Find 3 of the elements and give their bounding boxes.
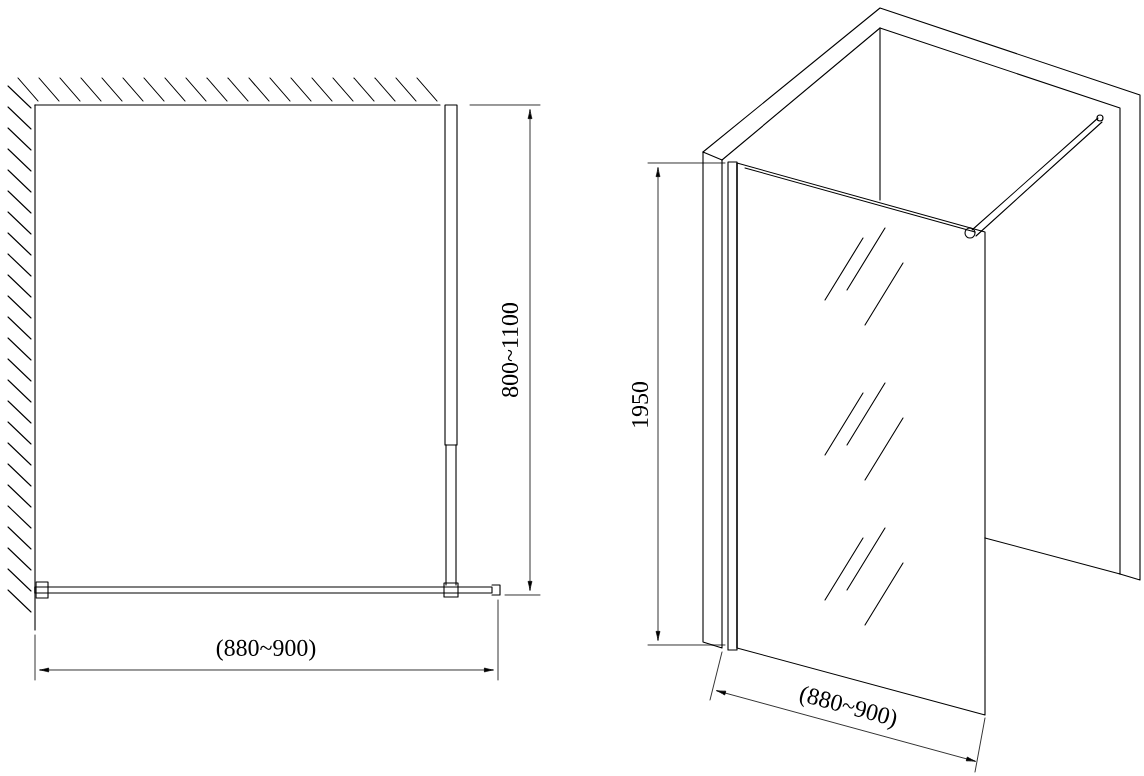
dimension-label: 800~1100	[501, 303, 519, 397]
dimension-label: (880~900)	[216, 639, 316, 661]
dimension-label: 1950	[631, 382, 649, 427]
